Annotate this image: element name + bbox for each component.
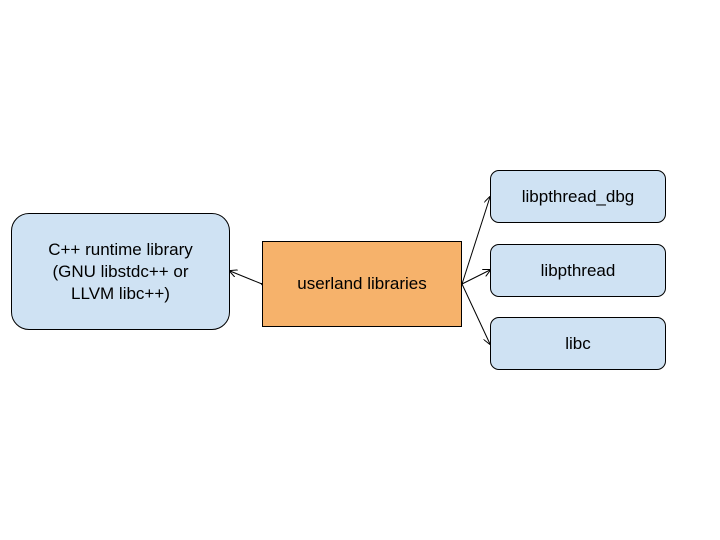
- libc-label: libc: [565, 333, 591, 353]
- edge-userland-cpp-runtime: [230, 271, 262, 284]
- edge-userland-libc: [461, 283, 490, 344]
- libpthread-dbg-node: libpthread_dbg: [490, 170, 666, 223]
- cpp-runtime-library-label: C++ runtime library (GNU libstdc++ or LL…: [48, 239, 193, 303]
- libc-node: libc: [490, 317, 666, 370]
- userland-libraries-label: userland libraries: [297, 274, 427, 293]
- userland-libraries-node: userland libraries: [262, 241, 462, 327]
- libpthread-node: libpthread: [490, 244, 666, 297]
- edge-userland-libpthread: [461, 270, 490, 285]
- libpthread-label: libpthread: [540, 260, 616, 280]
- libpthread-dbg-label: libpthread_dbg: [521, 186, 635, 206]
- edge-userland-libpthread-dbg: [461, 197, 490, 285]
- cpp-runtime-library-node: C++ runtime library (GNU libstdc++ or LL…: [11, 213, 230, 330]
